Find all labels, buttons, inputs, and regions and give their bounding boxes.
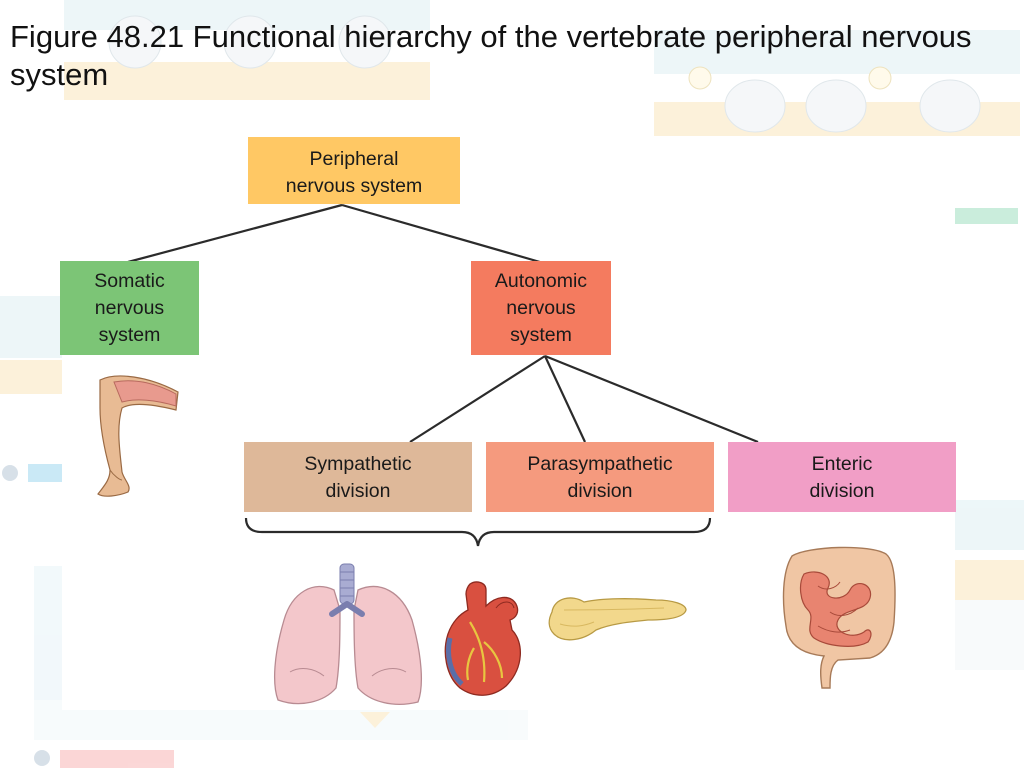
connector-pns-somatic: [127, 203, 343, 264]
connector-autonomic-sympathetic: [409, 355, 546, 443]
somatic-nervous-system-box: Somatic nervous system: [60, 261, 199, 355]
sympathetic-division-box: Sympathetic division: [244, 442, 472, 512]
heart-illustration: [444, 581, 522, 696]
intestine-illustration: [782, 546, 896, 689]
organ-brace: [244, 517, 712, 547]
somatic-nervous-system-label: Somatic nervous system: [94, 270, 165, 346]
parasympathetic-division-box: Parasympathetic division: [486, 442, 714, 512]
slide-title: Figure 48.21 Functional hierarchy of the…: [10, 19, 972, 92]
connector-pns-autonomic: [341, 203, 541, 264]
autonomic-nervous-system-box: Autonomic nervous system: [471, 261, 611, 355]
lungs-illustration: [273, 563, 423, 705]
peripheral-nervous-system-box: Peripheral nervous system: [248, 137, 460, 204]
connector-autonomic-enteric: [544, 354, 759, 444]
autonomic-nervous-system-label: Autonomic nervous system: [494, 270, 588, 346]
peripheral-nervous-system-label: Peripheral nervous system: [285, 148, 423, 197]
pancreas-illustration: [548, 597, 687, 641]
enteric-division-box: Enteric division: [728, 442, 956, 512]
parasympathetic-division-label: Parasympathetic division: [527, 453, 673, 502]
sympathetic-division-label: Sympathetic division: [304, 453, 412, 502]
leg-illustration: [97, 375, 179, 497]
connector-autonomic-parasympathetic: [544, 355, 586, 443]
enteric-division-label: Enteric division: [809, 453, 875, 502]
